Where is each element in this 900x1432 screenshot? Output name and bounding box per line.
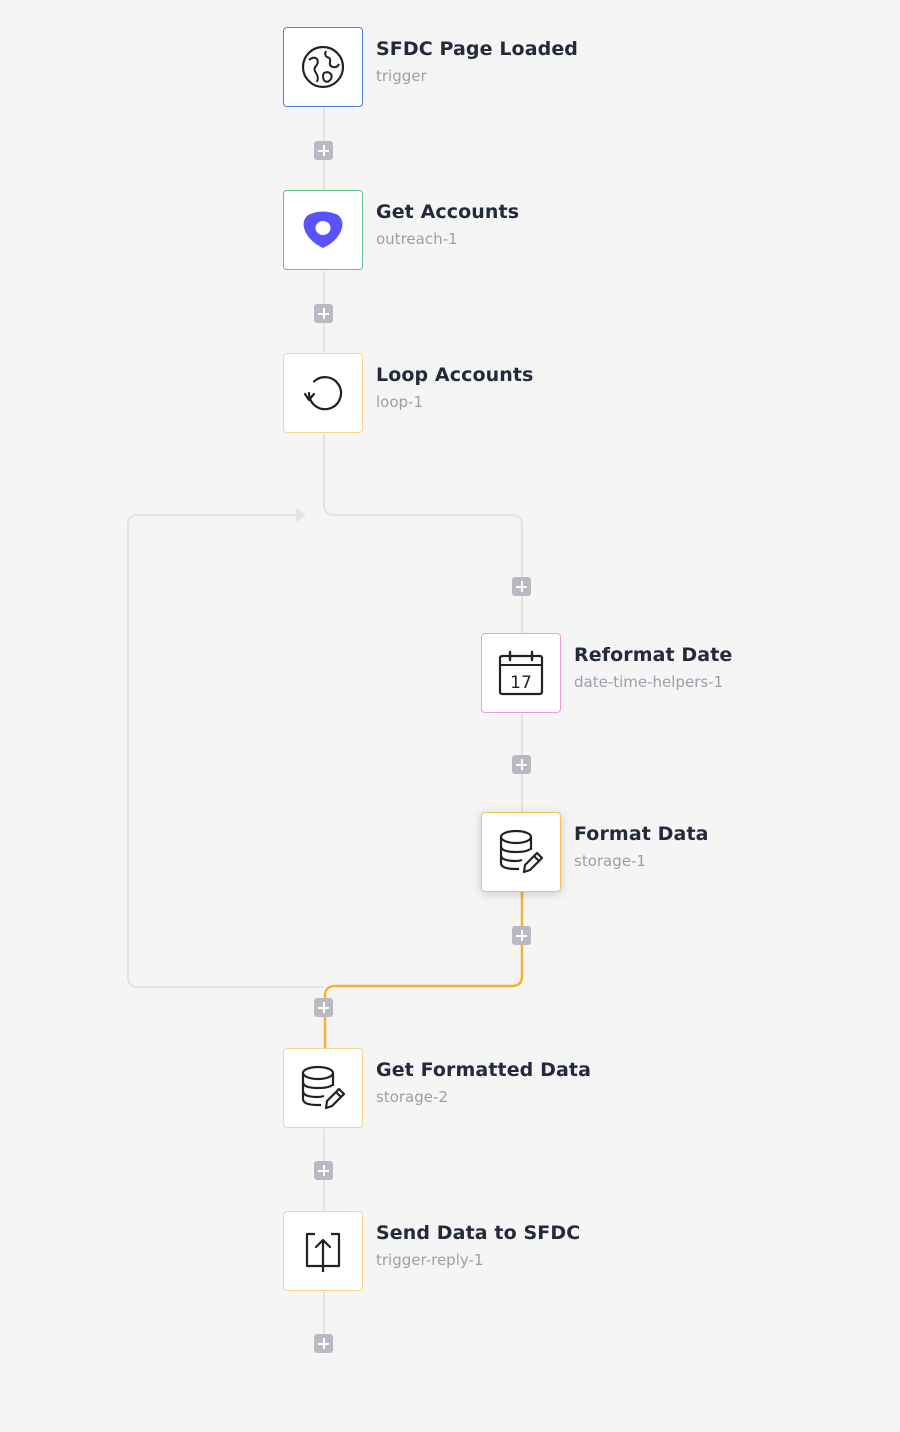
step-subtitle: date-time-helpers-1 [574, 673, 724, 691]
add-step-button[interactable] [512, 926, 531, 945]
step-title: Get Formatted Data [376, 1059, 591, 1081]
database-edit-icon [497, 828, 545, 876]
step-node-sfdc-page-loaded[interactable]: SFDC Page Loaded trigger [283, 27, 683, 109]
calendar-day-number: 17 [510, 673, 532, 693]
loop-back-connector [127, 514, 324, 988]
add-step-button[interactable] [512, 755, 531, 774]
step-title: Send Data to SFDC [376, 1222, 581, 1244]
step-tile[interactable] [481, 812, 561, 892]
add-step-button[interactable] [314, 1161, 333, 1180]
loop-branch-connector [323, 434, 523, 633]
upload-icon [301, 1228, 345, 1274]
step-node-get-accounts[interactable]: Get Accounts outreach-1 [283, 190, 683, 272]
highlight-connector [323, 892, 524, 1048]
add-step-button[interactable] [512, 577, 531, 596]
loop-back-arrowhead [296, 508, 306, 522]
step-subtitle: loop-1 [376, 393, 423, 411]
step-tile[interactable] [283, 1211, 363, 1291]
globe-icon [300, 44, 346, 90]
step-subtitle: trigger-reply-1 [376, 1251, 484, 1269]
step-tile[interactable] [283, 353, 363, 433]
loop-icon [300, 370, 346, 416]
step-subtitle: trigger [376, 67, 427, 85]
add-step-button[interactable] [314, 304, 333, 323]
add-step-button[interactable] [314, 141, 333, 160]
step-node-format-data[interactable]: Format Data storage-1 [481, 812, 881, 894]
step-node-send-data-to-sfdc[interactable]: Send Data to SFDC trigger-reply-1 [283, 1211, 683, 1293]
add-step-button[interactable] [314, 998, 333, 1017]
step-node-loop-accounts[interactable]: Loop Accounts loop-1 [283, 353, 683, 435]
step-title: SFDC Page Loaded [376, 38, 578, 60]
step-title: Reformat Date [574, 644, 733, 666]
calendar-icon: 17 [497, 649, 545, 697]
outreach-logo-icon [300, 209, 346, 251]
step-tile[interactable]: 17 [481, 633, 561, 713]
step-title: Loop Accounts [376, 364, 534, 386]
step-tile[interactable] [283, 1048, 363, 1128]
step-node-get-formatted-data[interactable]: Get Formatted Data storage-2 [283, 1048, 683, 1130]
step-title: Format Data [574, 823, 709, 845]
step-subtitle: storage-1 [574, 852, 646, 870]
step-title: Get Accounts [376, 201, 520, 223]
step-subtitle: outreach-1 [376, 230, 458, 248]
step-tile[interactable] [283, 190, 363, 270]
step-node-reformat-date[interactable]: 17 Reformat Date date-time-helpers-1 [481, 633, 881, 715]
add-step-button[interactable] [314, 1334, 333, 1353]
step-tile[interactable] [283, 27, 363, 107]
step-subtitle: storage-2 [376, 1088, 448, 1106]
database-edit-icon [299, 1064, 347, 1112]
